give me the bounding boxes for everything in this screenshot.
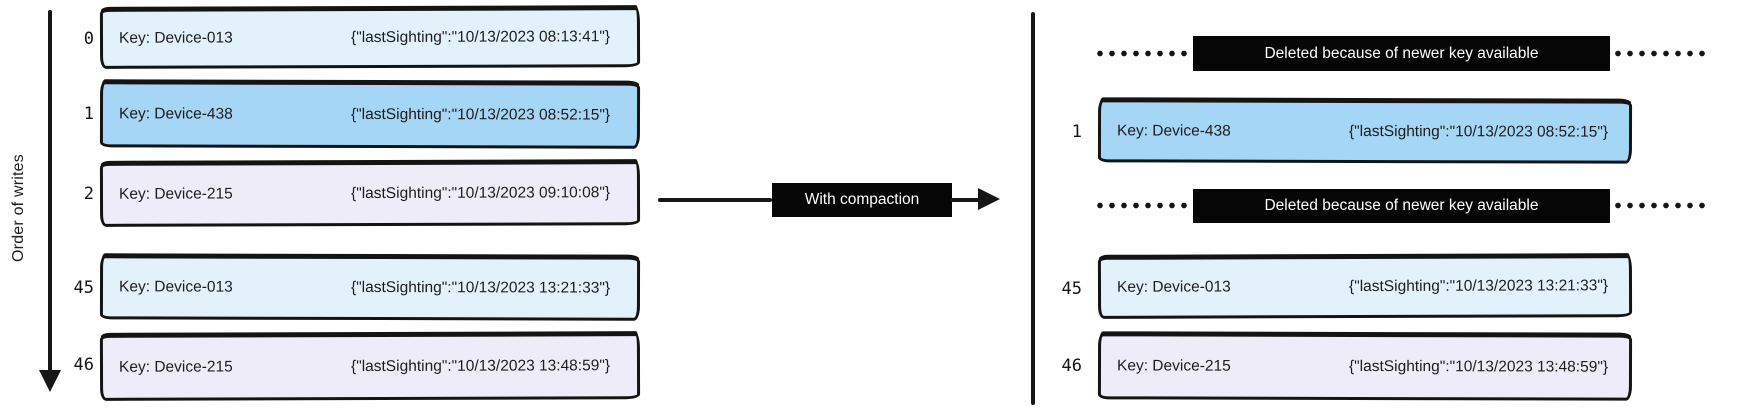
record-key: Key: Device-013 [1116, 278, 1231, 296]
record-box: Key: Device-013 {"lastSighting":"10/13/2… [1097, 255, 1633, 319]
deleted-record-label: Deleted because of newer key available [1193, 36, 1610, 71]
dotted-line-left [1094, 202, 1192, 209]
record-key: Key: Device-438 [1116, 121, 1231, 140]
record-offset: 46 [73, 355, 94, 375]
record-box: Key: Device-215 {"lastSighting":"10/13/2… [99, 333, 641, 401]
record-offset: 46 [1061, 356, 1082, 376]
record-box: Key: Device-013 {"lastSighting":"10/13/2… [99, 7, 641, 69]
compaction-arrow-line [658, 198, 772, 202]
record-offset: 0 [83, 29, 94, 49]
dotted-line-right [1612, 202, 1710, 209]
record-key: Key: Device-438 [118, 105, 233, 123]
record-offset: 2 [83, 184, 94, 204]
dotted-line-right [1612, 50, 1710, 57]
record-value: {"lastSighting":"10/13/2023 13:48:59"} [1348, 357, 1609, 376]
right-arrowhead-icon [978, 188, 1000, 210]
record-offset: 45 [1061, 279, 1082, 299]
record-box: Key: Device-438 {"lastSighting":"10/13/2… [99, 81, 641, 149]
record-value: {"lastSighting":"10/13/2023 13:21:33"} [350, 278, 611, 297]
compaction-arrow-line [950, 198, 980, 202]
record-key: Key: Device-215 [118, 358, 233, 376]
order-of-writes-label: Order of writes [10, 154, 27, 262]
record-value: {"lastSighting":"10/13/2023 08:52:15"} [350, 105, 611, 124]
log-boundary-line [1031, 12, 1035, 405]
record-box: Key: Device-215 {"lastSighting":"10/13/2… [1097, 333, 1633, 401]
record-value: {"lastSighting":"10/13/2023 08:13:41"} [350, 28, 611, 47]
record-key: Key: Device-013 [118, 278, 233, 296]
record-value: {"lastSighting":"10/13/2023 08:52:15"} [1348, 122, 1609, 141]
record-offset: 1 [1071, 122, 1082, 142]
record-box: Key: Device-215 {"lastSighting":"10/13/2… [99, 161, 641, 227]
record-offset: 45 [73, 278, 94, 298]
record-value: {"lastSighting":"10/13/2023 13:48:59"} [350, 357, 611, 376]
order-of-writes-arrow [48, 10, 52, 372]
order-of-writes-arrowhead-icon [39, 370, 61, 392]
compaction-label: With compaction [772, 183, 952, 217]
record-box: Key: Device-013 {"lastSighting":"10/13/2… [99, 255, 641, 321]
record-box: Key: Device-438 {"lastSighting":"10/13/2… [1097, 99, 1633, 164]
record-offset: 1 [83, 104, 94, 124]
record-key: Key: Device-215 [118, 185, 233, 203]
record-key: Key: Device-215 [1116, 357, 1231, 375]
dotted-line-left [1094, 50, 1192, 57]
deleted-record-label: Deleted because of newer key available [1193, 189, 1610, 223]
record-key: Key: Device-013 [118, 29, 233, 47]
record-value: {"lastSighting":"10/13/2023 09:10:08"} [350, 184, 611, 203]
record-value: {"lastSighting":"10/13/2023 13:21:33"} [1348, 277, 1609, 296]
